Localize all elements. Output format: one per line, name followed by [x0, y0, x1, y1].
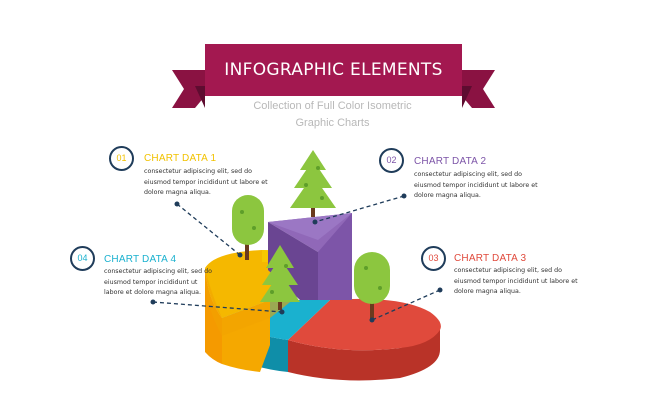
ribbon-right-fold — [462, 86, 472, 108]
connector-2 — [314, 195, 405, 223]
subtitle-line-1: Collection of Full Color Isometric — [253, 100, 412, 112]
subtitle-line-2: Graphic Charts — [295, 117, 370, 129]
callout-4-title: CHART DATA 4 — [104, 254, 177, 265]
tree-left — [232, 195, 264, 260]
callout-3-desc: consectetur adipiscing elit, sed do eius… — [454, 267, 578, 295]
tree-right — [354, 252, 390, 320]
callout-2-number: 02 — [379, 148, 404, 173]
ribbon-left-fold — [195, 86, 205, 108]
page-title: INFOGRAPHIC ELEMENTS — [224, 60, 443, 80]
title-ribbon — [172, 44, 495, 108]
callout-1-title: CHART DATA 1 — [144, 153, 217, 164]
callout-1-number: 01 — [109, 146, 134, 171]
connectors — [152, 195, 441, 321]
callout-2-title: CHART DATA 2 — [414, 156, 487, 167]
ribbon-left-tail — [172, 70, 205, 108]
callout-2-desc: consectetur adipiscing elit, sed do eius… — [414, 171, 538, 199]
ribbon-body — [205, 44, 462, 96]
callout-3-title: CHART DATA 3 — [454, 253, 527, 264]
slice-red-3 — [288, 298, 441, 381]
tree-top-center — [290, 150, 336, 217]
callout-1-desc: consectetur adipiscing elit, sed do eius… — [144, 168, 268, 196]
connector-3 — [371, 289, 441, 321]
callout-3-number: 03 — [421, 246, 446, 271]
callout-4-number: 04 — [70, 246, 95, 271]
connector-4 — [152, 301, 283, 313]
callout-4-desc: consectetur adipiscing elit, sed do eius… — [104, 268, 212, 296]
ribbon-right-tail — [462, 70, 495, 108]
page-subtitle: Collection of Full Color Isometric Graph… — [225, 98, 440, 132]
tree-center — [260, 245, 300, 310]
connector-dots — [150, 193, 443, 323]
connector-1 — [176, 203, 241, 256]
